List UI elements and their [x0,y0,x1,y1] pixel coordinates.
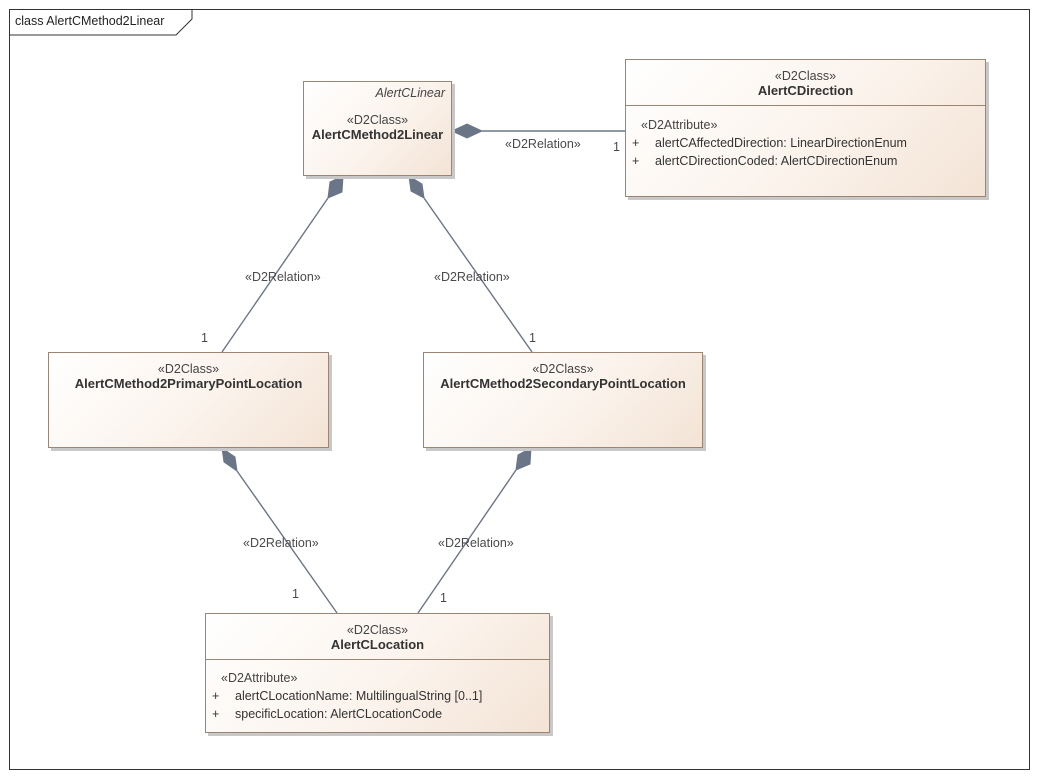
class-stereotype: «D2Class» [346,623,409,637]
attribute-row[interactable]: + alertCLocationName: MultilingualString… [212,687,549,705]
class-stereotype: «D2Class» [532,362,594,376]
class-stereotype: «D2Class» [157,362,220,376]
attribute-row[interactable]: + specificLocation: AlertCLocationCode [212,705,549,723]
relation-method2linear-direction[interactable]: «D2Relation» 1 [450,123,626,154]
parent-class-label: AlertCLinear [375,86,445,100]
visibility-marker: + [212,707,220,721]
multiplicity-label: 1 [292,587,299,601]
attribute-compartment: «D2Attribute» + alertCAffectedDirection:… [626,117,985,170]
relation-method2linear-secondary[interactable]: «D2Relation» 1 [408,175,536,353]
composition-diamond [515,447,532,471]
visibility-marker: + [632,136,640,150]
multiplicity-label: 1 [440,591,447,605]
multiplicity-label: 1 [201,331,208,345]
relation-method2linear-primary[interactable]: «D2Relation» 1 [201,175,344,353]
attribute-stereotype: «D2Attribute» [221,671,298,685]
class-name: AlertCMethod2SecondaryPointLocation [440,376,686,391]
class-name: AlertCLocation [330,637,425,652]
class-alertcmethod2primarypointlocation[interactable]: «D2Class» AlertCMethod2PrimaryPointLocat… [48,352,329,448]
multiplicity-label: 1 [613,140,620,154]
class-name: AlertCMethod2Linear [311,127,444,142]
relation-label: «D2Relation» [505,137,581,151]
class-alertcmethod2linear[interactable]: AlertCLinear «D2Class» AlertCMethod2Line… [303,81,452,176]
attribute-text: alertCAffectedDirection: LinearDirection… [655,136,907,150]
relation-label: «D2Relation» [438,536,514,550]
relation-label: «D2Relation» [245,270,321,284]
attribute-text: alertCDirectionCoded: AlertCDirectionEnu… [655,154,898,168]
multiplicity-label: 1 [529,331,536,345]
frame-title: class AlertCMethod2Linear [15,14,164,28]
diagram-frame [9,9,1030,770]
frame-title-tab [9,9,193,36]
attribute-compartment: «D2Attribute» + alertCLocationName: Mult… [206,670,549,723]
visibility-marker: + [212,689,220,703]
attribute-text: specificLocation: AlertCLocationCode [235,707,443,721]
class-name: AlertCDirection [757,83,854,98]
composition-diamond [327,175,344,199]
compartment-divider [626,105,985,106]
relation-label: «D2Relation» [434,270,510,284]
attribute-row[interactable]: + alertCAffectedDirection: LinearDirecti… [632,134,985,152]
composition-diamond [450,123,484,139]
relation-secondary-location[interactable]: «D2Relation» 1 [417,447,532,614]
class-stereotype: «D2Class» [774,69,837,83]
attribute-stereotype: «D2Attribute» [641,118,718,132]
attribute-text: alertCLocationName: MultilingualString [… [235,689,483,703]
class-stereotype: «D2Class» [346,113,409,127]
class-alertclocation[interactable]: «D2Class» AlertCLocation «D2Attribute» +… [205,613,550,733]
relation-primary-location[interactable]: «D2Relation» 1 [221,446,338,614]
class-name: AlertCMethod2PrimaryPointLocation [74,376,303,391]
composition-diamond [408,175,425,199]
class-alertcdirection[interactable]: «D2Class» AlertCDirection «D2Attribute» … [625,59,986,197]
compartment-divider [206,659,549,660]
visibility-marker: + [632,154,640,168]
attribute-row[interactable]: + alertCDirectionCoded: AlertCDirectionE… [632,152,985,170]
composition-diamond [221,446,238,473]
relation-label: «D2Relation» [243,536,319,550]
class-alertcmethod2secondarypointlocation[interactable]: «D2Class» AlertCMethod2SecondaryPointLoc… [423,352,703,448]
